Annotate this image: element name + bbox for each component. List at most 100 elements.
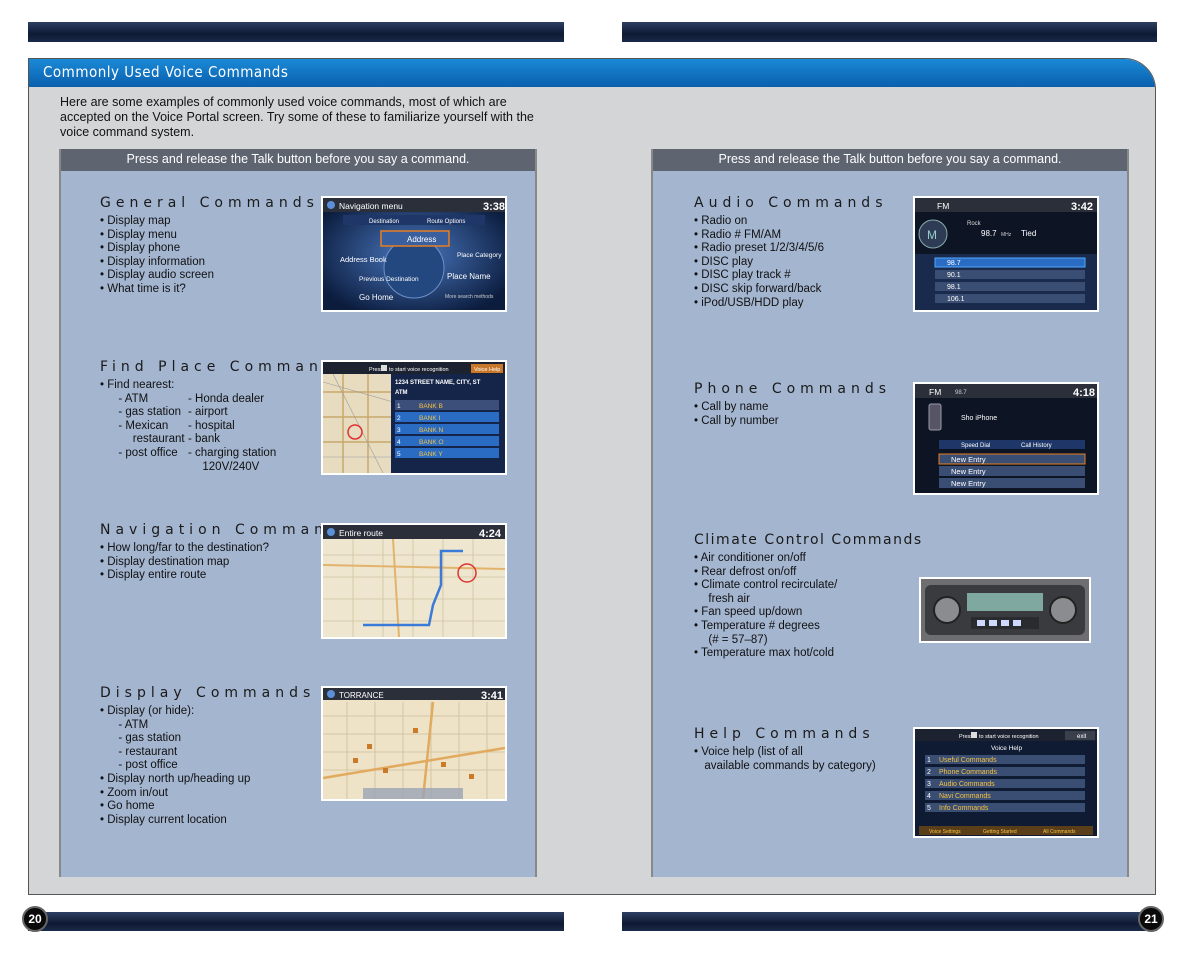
find-place-list: - ATM - Honda dealer - gas station - air… <box>100 393 349 475</box>
preset-item: 90.1 <box>947 272 961 279</box>
list-item: restaurant <box>120 433 185 446</box>
display-commands-list: • Display (or hide): - ATM - gas station… <box>100 705 315 827</box>
list-item: • Radio # FM/AM <box>694 228 782 241</box>
place-name-option: Place Name <box>447 272 491 281</box>
tab-route-options: Route Options <box>427 219 465 225</box>
list-item: • Display map <box>100 215 171 227</box>
tab-call-history: Call History <box>1021 443 1052 449</box>
voice-help-title: Voice Help <box>991 745 1022 752</box>
list-item <box>100 461 188 475</box>
list-item: • What time is it? <box>100 282 186 295</box>
screen-time: 4:24 <box>479 528 502 540</box>
list-item: - charging station <box>188 446 277 459</box>
frequency-unit: MHz <box>1001 232 1012 238</box>
list-item: • iPod/USB/HDD play <box>694 296 804 309</box>
list-item: - ATM <box>112 392 149 405</box>
torrance-map-screenshot: TORRANCE 3:41 <box>321 686 507 801</box>
list-item: • Display phone <box>100 242 181 255</box>
screen-time: 3:41 <box>481 690 503 702</box>
screen-title: TORRANCE <box>339 691 384 700</box>
list-item: • Display current location <box>100 813 227 826</box>
help-category: Phone Commands <box>939 769 997 776</box>
svg-text:2: 2 <box>927 769 931 776</box>
general-commands-list: • Display map • Display menu • Display p… <box>100 215 319 297</box>
list-item: • DISC play <box>694 255 753 268</box>
svg-text:4: 4 <box>927 793 931 800</box>
svg-text:5: 5 <box>397 451 401 458</box>
display-commands-section: Display Commands • Display (or hide): - … <box>100 685 315 827</box>
phone-device: Sho iPhone <box>961 415 997 422</box>
list-item: - ATM <box>112 718 149 731</box>
preset-item: 98.1 <box>947 284 961 291</box>
list-item: • Fan speed up/down <box>694 606 803 619</box>
panel-header: Press and release the Talk button before… <box>61 149 535 171</box>
section-title: Commonly Used Voice Commands <box>29 59 1155 87</box>
footer-all-commands: All Commands <box>1043 829 1076 835</box>
svg-text:2: 2 <box>397 415 401 422</box>
navigation-commands-list: • How long/far to the destination? • Dis… <box>100 542 354 583</box>
result-category: ATM <box>395 390 408 396</box>
preset-item: 98.7 <box>947 260 961 267</box>
result-bank: BANK I <box>419 415 441 422</box>
previous-destination-option: Previous Destination <box>359 276 419 283</box>
find-place-section: Find Place Commands • Find nearest: - AT… <box>100 359 349 474</box>
list-item: - post office <box>112 446 178 459</box>
frequency-label: 98.7 <box>981 229 997 238</box>
phone-commands-list: • Call by name • Call by number <box>694 401 891 428</box>
svg-text:M: M <box>927 228 937 242</box>
fm-radio-screenshot: FM 3:42 M Rock 98.7 MHz Tied 98.7 90.1 9… <box>913 196 1099 312</box>
list-item: - Mexican <box>112 419 169 432</box>
voice-prompt-2: to start voice recognition <box>389 367 449 373</box>
list-item: • Temperature max hot/cold <box>694 647 834 660</box>
phone-commands-section: Phone Commands • Call by name • Call by … <box>694 381 891 428</box>
list-item: available commands by category) <box>698 759 876 772</box>
phone-screenshot: FM 98.7 4:18 Sho iPhone Speed Dial Call … <box>913 382 1099 495</box>
list-item: • DISC play track # <box>694 269 791 282</box>
list-item: - gas station <box>112 732 182 745</box>
screen-time: 3:38 <box>483 201 505 213</box>
audio-commands-section: Audio Commands • Radio on • Radio # FM/A… <box>694 195 888 310</box>
help-category: Useful Commands <box>939 757 997 764</box>
climate-commands-list: • Air conditioner on/off • Rear defrost … <box>694 552 923 661</box>
list-item: - bank <box>188 433 220 446</box>
find-place-screenshot: Press to start voice recognition Voice H… <box>321 360 507 475</box>
band-label: FM <box>929 387 941 397</box>
list-item: • Call by number <box>694 414 779 427</box>
bottom-bar-right <box>622 912 1157 931</box>
find-nearest-header: • Find nearest: <box>100 379 175 391</box>
list-item: • Call by name <box>694 401 769 413</box>
preset-item: 106.1 <box>947 296 965 303</box>
navigation-commands-section: Navigation Commands • How long/far to th… <box>100 522 354 583</box>
list-item: • Voice help (list of all <box>694 746 803 758</box>
result-bank: BANK Y <box>419 451 443 458</box>
top-bar-right <box>622 22 1157 42</box>
result-bank: BANK B <box>419 403 443 410</box>
screen-title: Navigation menu <box>339 201 403 211</box>
bottom-bar-left <box>28 912 564 931</box>
general-commands-title: General Commands <box>100 195 319 211</box>
voice-prompt-2: to start voice recognition <box>979 734 1039 740</box>
top-bar-left <box>28 22 564 42</box>
list-item: • How long/far to the destination? <box>100 542 269 554</box>
list-item: • Air conditioner on/off <box>694 552 806 564</box>
list-item: • Radio preset 1/2/3/4/5/6 <box>694 242 824 255</box>
list-item: • Display information <box>100 255 206 268</box>
svg-text:5: 5 <box>927 805 931 812</box>
list-item: • Go home <box>100 800 155 813</box>
climate-commands-section: Climate Control Commands • Air condition… <box>694 532 923 661</box>
voice-help-button: Voice Help <box>474 367 500 373</box>
svg-text:1: 1 <box>397 403 401 410</box>
more-search-option: More search methods <box>445 294 494 300</box>
help-category: Info Commands <box>939 805 989 812</box>
band-label: FM <box>937 201 949 211</box>
intro-text: Here are some examples of commonly used … <box>60 95 534 139</box>
list-item: • Display audio screen <box>100 269 214 282</box>
list-item: 120V/240V <box>196 460 260 473</box>
screen-title: Entire route <box>339 528 383 538</box>
page-number-right: 21 <box>1138 906 1164 932</box>
list-item: • DISC skip forward/back <box>694 282 822 295</box>
call-entry: New Entry <box>951 479 986 488</box>
place-category-option: Place Category <box>457 252 502 259</box>
list-item: • Zoom in/out <box>100 786 168 799</box>
entire-route-screenshot: Entire route 4:24 <box>321 523 507 639</box>
